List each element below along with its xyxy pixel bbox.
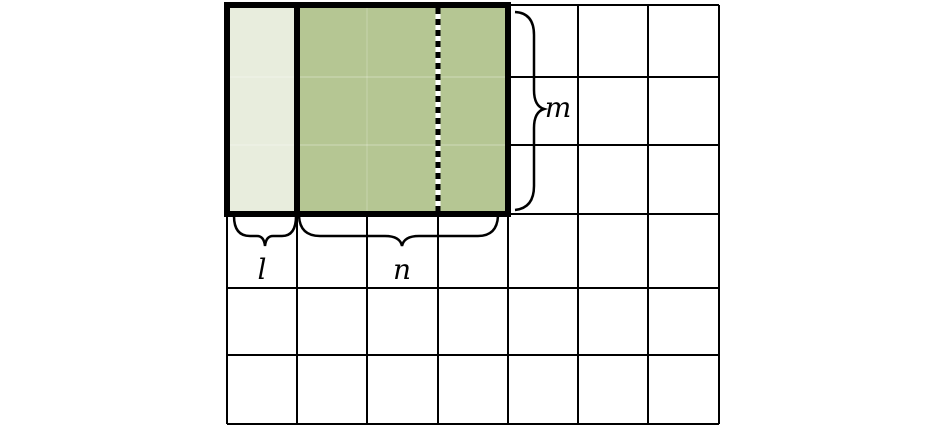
highlight-outer-border (224, 2, 511, 217)
region-l-fill (227, 5, 297, 214)
brace-l (232, 215, 298, 247)
region-n-fill (297, 5, 508, 214)
brace-m (514, 10, 549, 212)
highlight-inner-lines (230, 8, 505, 211)
label-n: n (393, 253, 411, 286)
label-l: l (258, 253, 267, 286)
label-m: m (545, 91, 572, 124)
brace-n (297, 215, 500, 247)
